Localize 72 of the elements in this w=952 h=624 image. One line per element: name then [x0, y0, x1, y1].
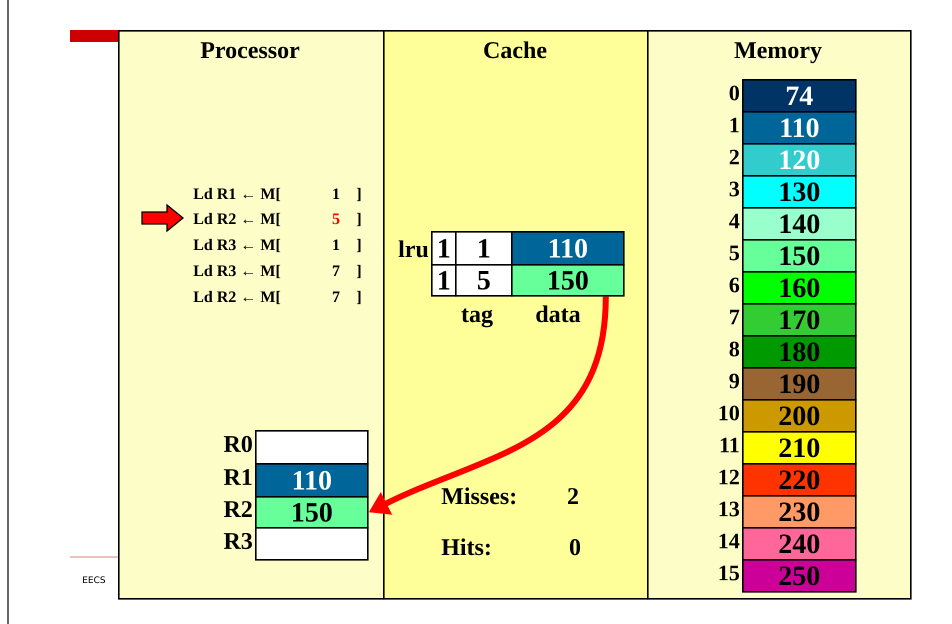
cache-cell: 1	[431, 231, 457, 266]
row-label: R3	[224, 532, 252, 550]
memory-cell: 210	[742, 431, 857, 465]
footer-text: EECS	[83, 576, 106, 584]
row-label: 3	[730, 182, 740, 196]
instruction: Ld R3 ← M[	[193, 264, 280, 278]
bracket: ]	[356, 212, 360, 226]
row-label: 2	[730, 150, 739, 164]
address: 7	[332, 292, 340, 302]
row-label: 0	[730, 86, 739, 100]
column-label: tag	[461, 308, 493, 328]
panel-heading: Cache	[484, 41, 546, 58]
memory-cell: 220	[742, 463, 857, 497]
memory-cell: 120	[742, 143, 857, 177]
register-cell	[255, 527, 369, 561]
address: 1	[333, 188, 340, 199]
memory-cell: 180	[742, 335, 857, 369]
row-label: R0	[224, 436, 252, 452]
counter-value: 2	[568, 488, 578, 504]
memory-cell: 130	[742, 175, 857, 209]
row-label: 11	[720, 438, 739, 452]
row-label: 7	[730, 310, 740, 324]
bracket: ]	[356, 238, 360, 252]
address: 5	[332, 214, 340, 224]
panel	[118, 30, 385, 600]
row-label: 8	[730, 342, 740, 356]
cache-cell: 150	[511, 264, 625, 297]
memory-cell: 140	[742, 207, 857, 241]
instruction: Ld R2 ← M[	[193, 290, 280, 304]
row-label: 6	[730, 278, 740, 292]
register-cell	[255, 430, 369, 465]
instruction: Ld R3 ← M[	[193, 238, 280, 252]
row-label: 5	[730, 246, 739, 260]
register-cell: 150	[255, 496, 369, 529]
memory-cell: 230	[742, 495, 857, 529]
cache-cell: 110	[511, 231, 625, 266]
instruction: Ld R2 ← M[	[193, 212, 280, 226]
row-label: 13	[720, 502, 740, 516]
memory-cell: 190	[742, 367, 857, 401]
memory-cell: 250	[742, 559, 857, 593]
bracket: ]	[356, 188, 360, 202]
panel	[383, 30, 649, 600]
row-label: 12	[720, 470, 739, 484]
memory-cell: 110	[742, 111, 857, 145]
row-label: 4	[729, 214, 740, 228]
counter-label: Hits:	[442, 538, 490, 556]
memory-cell: 200	[742, 399, 857, 433]
address: 1	[333, 239, 340, 250]
panel-heading: Processor	[200, 42, 300, 58]
row-label: R1	[224, 469, 252, 485]
register-cell: 110	[255, 463, 369, 498]
row-label: 15	[720, 566, 739, 580]
cache-cell: 1	[431, 264, 457, 297]
row-label: 9	[729, 374, 740, 388]
bracket: ]	[356, 290, 360, 304]
instruction: Ld R1 ← M[	[193, 188, 280, 202]
memory-cell: 160	[742, 271, 857, 305]
row-label: 1	[730, 118, 739, 132]
memory-cell: 170	[742, 303, 857, 337]
bracket: ]	[356, 264, 360, 278]
row-label: R2	[224, 501, 252, 517]
memory-cell: 74	[742, 79, 857, 113]
counter-label: Misses:	[442, 487, 516, 504]
panel-heading: Memory	[734, 42, 822, 64]
row-label: 14	[720, 534, 740, 548]
counter-value: 0	[570, 539, 580, 556]
memory-cell: 150	[742, 239, 857, 273]
column-label: lru	[398, 240, 428, 258]
column-label: data	[536, 305, 580, 322]
memory-cell: 240	[742, 527, 857, 561]
row-label: 10	[720, 406, 739, 420]
address: 7	[332, 266, 340, 276]
